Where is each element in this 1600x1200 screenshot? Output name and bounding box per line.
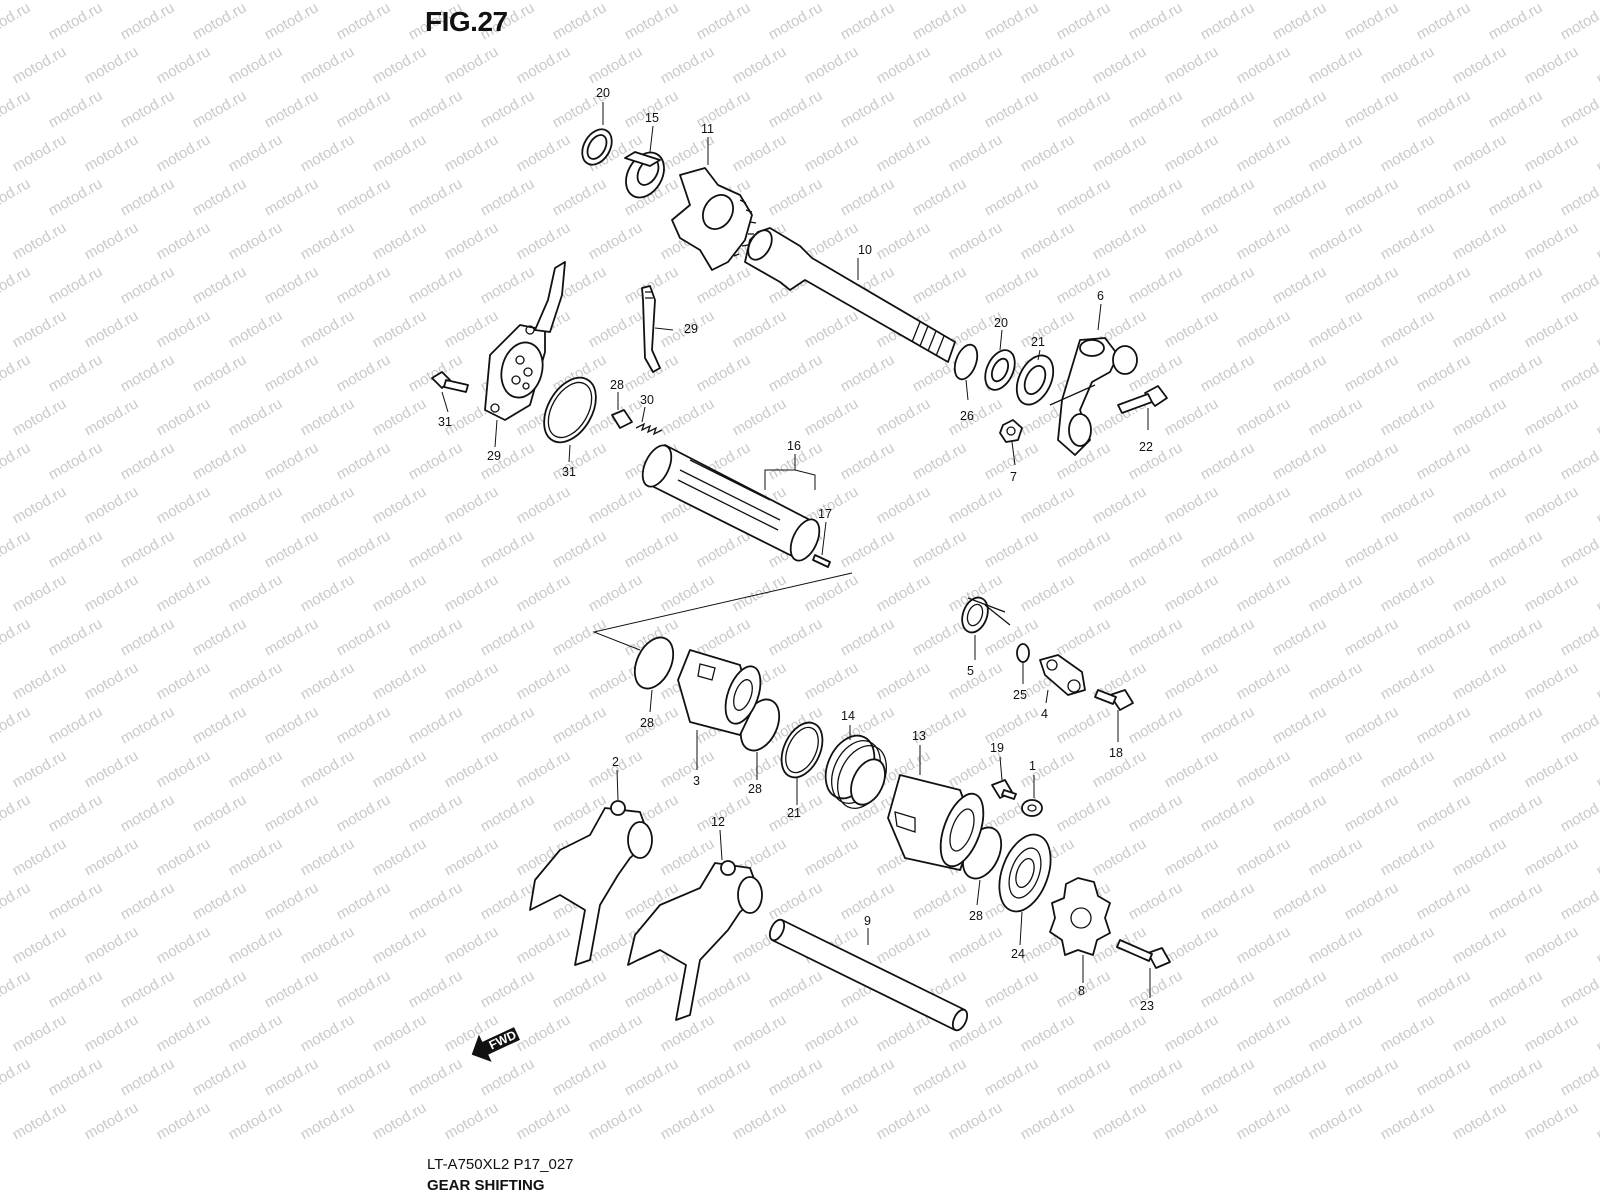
callout-26: 25 [1013, 688, 1027, 702]
callout-3: 3 [693, 774, 700, 788]
callout-7: 7 [1010, 470, 1017, 484]
callout-24: 23 [1140, 999, 1154, 1013]
part-sensor-cover-29[interactable] [484, 261, 566, 421]
part-shift-link-6[interactable] [1049, 337, 1138, 456]
callout-4: 4 [1041, 707, 1048, 721]
part-washer-20[interactable] [576, 124, 618, 170]
part-washer-20b[interactable] [979, 345, 1020, 394]
callout-25: 24 [1011, 947, 1025, 961]
callout-15: 15 [645, 111, 659, 125]
part-cam-guide-15[interactable] [618, 146, 671, 205]
part-fork-shaft-9[interactable] [767, 917, 970, 1032]
callout-2: 2 [612, 755, 619, 769]
part-bolt-23[interactable] [1117, 385, 1168, 414]
part-washer-26[interactable] [1016, 643, 1030, 663]
part-pin-30[interactable] [611, 409, 633, 429]
part-shift-cam-16[interactable] [637, 441, 825, 565]
part-nut-7[interactable] [999, 419, 1023, 443]
callout-6: 6 [1097, 289, 1104, 303]
callout-28c: 28 [969, 909, 983, 923]
part-stopper-plate-8[interactable] [1049, 877, 1111, 956]
section-title: GEAR SHIFTING [427, 1177, 545, 1194]
callout-13: 13 [912, 729, 926, 743]
model-code: LT-A750XL2 P17_027 [427, 1156, 574, 1173]
callout-labels: 20 15 11 10 29 28 30 31 29 31 16 17 20 2… [438, 86, 1154, 1013]
part-bolt-19[interactable] [991, 779, 1017, 800]
part-shift-arm-plate-11[interactable] [671, 167, 757, 271]
callout-22: 21 [1031, 335, 1045, 349]
callout-1: 1 [1029, 759, 1036, 773]
callout-14: 14 [841, 709, 855, 723]
callout-33: 30 [640, 393, 654, 407]
callout-12: 12 [711, 815, 725, 829]
callout-9: 9 [864, 914, 871, 928]
callout-19: 19 [990, 741, 1004, 755]
part-shift-shaft-10[interactable] [743, 226, 956, 363]
part-circlip-27[interactable] [950, 342, 981, 383]
fwd-text: FWD [487, 1028, 519, 1053]
callout-28b: 28 [748, 782, 762, 796]
callout-5: 5 [967, 664, 974, 678]
part-stopper-arm-4[interactable] [1039, 654, 1086, 696]
callout-17: 17 [818, 507, 832, 521]
callout-10: 10 [858, 243, 872, 257]
callout-29: 29 [487, 449, 501, 463]
part-washer-1[interactable] [1021, 799, 1043, 817]
part-shift-fork-2[interactable] [529, 800, 653, 966]
part-bearing-25[interactable] [990, 828, 1061, 919]
assembly-bracket-line [592, 572, 853, 651]
part-bolt-18[interactable] [1094, 689, 1134, 711]
fwd-arrow-badge: FWD [471, 1027, 520, 1062]
part-bolt-24[interactable] [1116, 939, 1171, 969]
part-cam-drum-3[interactable] [677, 649, 767, 736]
part-bolt-34[interactable] [431, 371, 469, 393]
part-oil-seal-22[interactable] [1010, 350, 1061, 411]
part-o-ring-31[interactable] [533, 369, 606, 452]
callout-11: 11 [701, 122, 714, 136]
part-spring-5[interactable] [958, 594, 1011, 636]
callout-31: 31 [562, 465, 576, 479]
callout-34: 31 [438, 415, 452, 429]
part-shift-fork-12[interactable] [627, 860, 763, 1021]
callout-16: 16 [787, 439, 801, 453]
callout-30: 28 [610, 378, 624, 392]
figure-title: FIG.27 [425, 6, 508, 37]
part-circlip-28a[interactable] [627, 631, 681, 694]
callout-27: 26 [960, 409, 974, 423]
callout-23: 22 [1139, 440, 1153, 454]
callout-18: 18 [1109, 746, 1123, 760]
leader-lines [441, 102, 1151, 998]
part-o-ring-21[interactable] [773, 716, 830, 784]
callout-20b: 20 [994, 316, 1008, 330]
part-cam-housing-13[interactable] [887, 774, 992, 872]
callout-32: 29 [684, 322, 698, 336]
part-spring-33[interactable] [635, 422, 663, 436]
part-spring-14[interactable] [816, 728, 896, 816]
callout-8: 8 [1078, 984, 1085, 998]
callout-21: 21 [787, 806, 801, 820]
part-pin-17[interactable] [812, 554, 831, 568]
callout-28a: 28 [640, 716, 654, 730]
part-spring-32[interactable] [641, 285, 661, 373]
callout-20: 20 [596, 86, 610, 100]
